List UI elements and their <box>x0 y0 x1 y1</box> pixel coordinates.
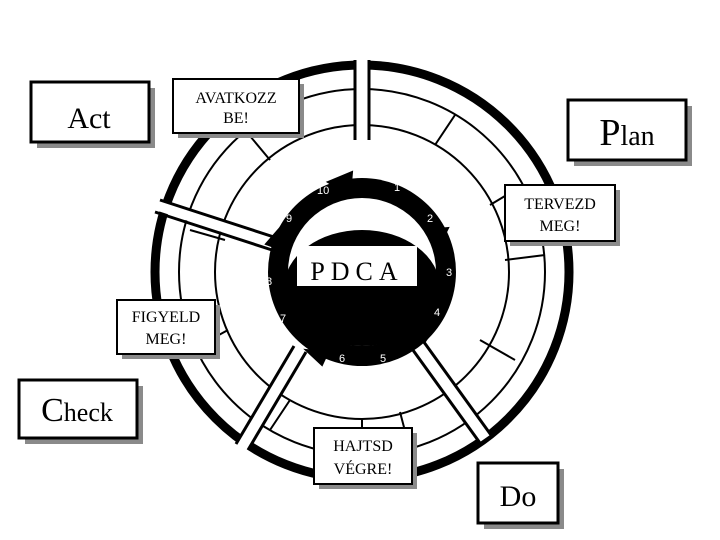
hajtsd-line2: VÉGRE! <box>334 459 393 478</box>
tervezd-box: TERVEZD MEG! <box>504 184 620 246</box>
cycle-arrows <box>264 170 450 367</box>
act-label: Act <box>67 102 111 135</box>
check-box: Check <box>17 378 143 444</box>
step-number-3: 3 <box>446 267 452 279</box>
step-number-2: 2 <box>427 213 433 225</box>
step-number-8: 8 <box>266 276 272 288</box>
do-box: Do <box>476 461 564 529</box>
hajtsd-line1: HAJTSD <box>333 438 393 455</box>
quadrant-gaps <box>154 60 493 451</box>
plan-box: Plan <box>566 98 692 166</box>
step-numbers: 1 2 3 4 5 6 7 8 9 10 <box>266 182 452 365</box>
avatkozz-box: AVATKOZZ BE! <box>172 78 304 138</box>
check-label-rest: heck <box>64 398 113 427</box>
step-number-1: 1 <box>394 182 400 194</box>
tervezd-line1: TERVEZD <box>524 196 596 213</box>
step-number-10: 10 <box>317 185 329 197</box>
step-number-6: 6 <box>339 353 345 365</box>
hajtsd-box: HAJTSD VÉGRE! <box>313 427 417 489</box>
step-number-9: 9 <box>286 213 292 225</box>
plan-label: Plan <box>599 112 654 154</box>
check-label: Check <box>41 392 113 429</box>
center-label-box <box>297 246 417 286</box>
step-number-7: 7 <box>280 313 286 325</box>
plan-label-initial: P <box>599 112 620 154</box>
do-label: Do <box>500 480 537 513</box>
figyeld-line1: FIGYELD <box>132 309 200 326</box>
act-box: Act <box>29 80 155 148</box>
avatkozz-line2: BE! <box>223 110 249 127</box>
check-label-initial: C <box>41 392 64 429</box>
tervezd-line2: MEG! <box>540 218 581 235</box>
step-number-4: 4 <box>434 307 440 319</box>
center-label: PDCA <box>310 257 403 286</box>
figyeld-box: FIGYELD MEG! <box>116 299 220 359</box>
avatkozz-line1: AVATKOZZ <box>195 90 276 107</box>
figyeld-line2: MEG! <box>146 331 187 348</box>
step-number-5: 5 <box>380 353 386 365</box>
plan-label-rest: lan <box>620 121 654 152</box>
